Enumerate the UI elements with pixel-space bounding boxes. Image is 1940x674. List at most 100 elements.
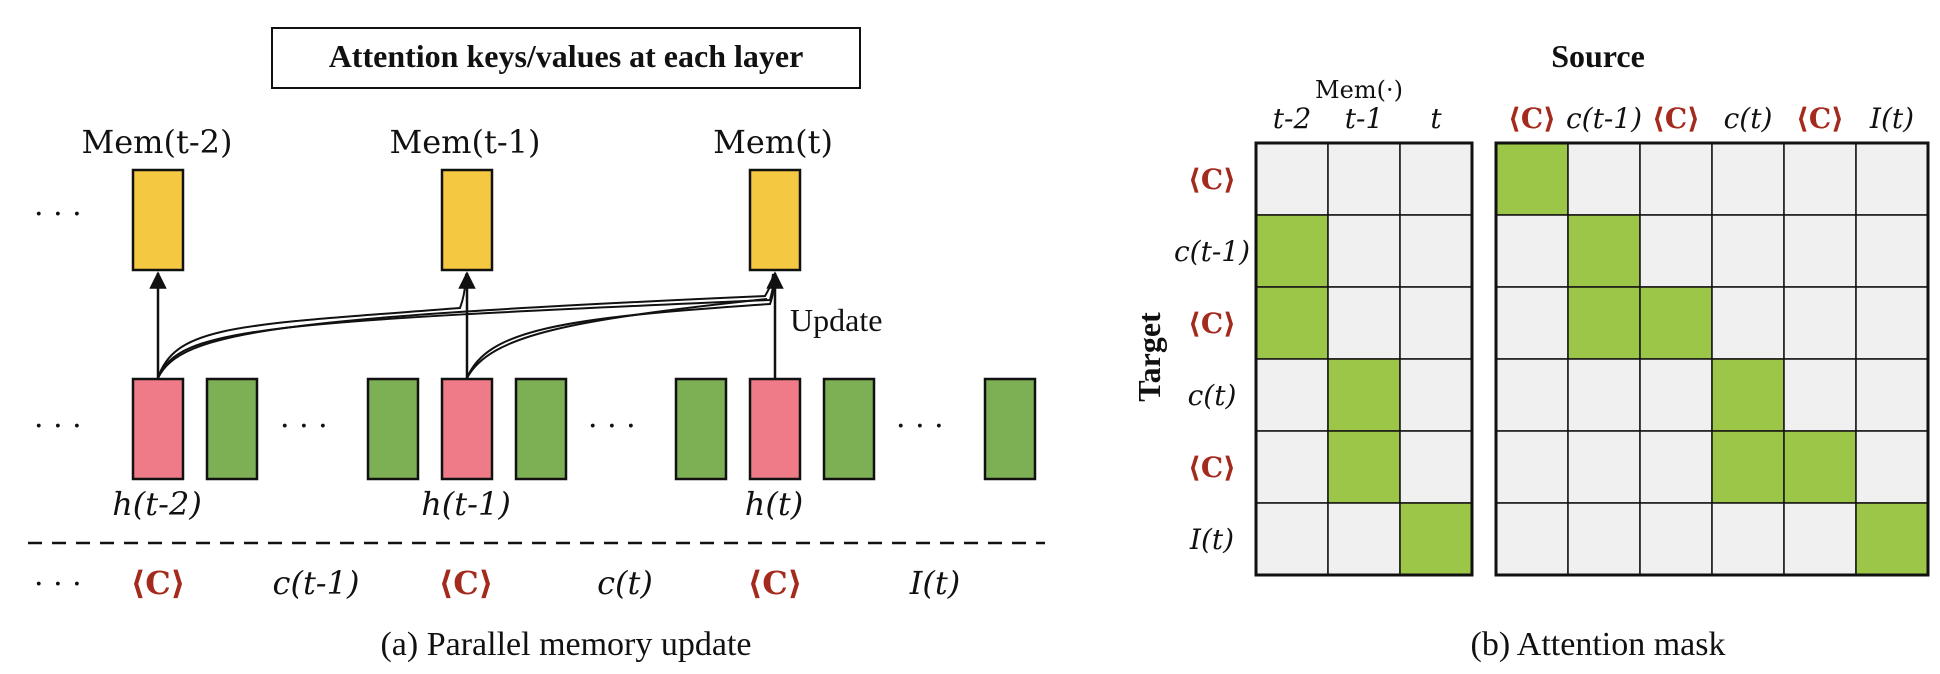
src-mask-cell-r4-c3 bbox=[1711, 430, 1785, 504]
src-mask-cell-r1-c1 bbox=[1567, 214, 1641, 288]
ellipsis-mid-2: · · · bbox=[280, 409, 328, 444]
mem-mask-cell-r3-c1 bbox=[1327, 358, 1401, 432]
panel-a-caption: (a) Parallel memory update bbox=[380, 626, 751, 663]
mem-mask-cell-r2-c0 bbox=[1255, 286, 1329, 360]
src-col-label-5: I(t) bbox=[1869, 102, 1914, 135]
mem-mask-cell-r1-c1 bbox=[1327, 214, 1401, 288]
mask-grid-source bbox=[1494, 141, 1930, 577]
mem-mask-cell-r2-c1 bbox=[1327, 286, 1401, 360]
mem-mask-cell-r0-c1 bbox=[1327, 142, 1401, 216]
mem-mask-cell-r5-c1 bbox=[1327, 502, 1401, 576]
mem-mask-cell-r0-c2 bbox=[1399, 142, 1473, 216]
update-label: Update bbox=[790, 302, 882, 338]
memory-block-3 bbox=[748, 168, 802, 272]
mem-mask-cell-r3-c2 bbox=[1399, 358, 1473, 432]
mem-mask-cell-r1-c2 bbox=[1399, 214, 1473, 288]
token-row-5: ⟨C⟩ bbox=[748, 564, 803, 602]
token-block-1 bbox=[205, 377, 259, 481]
source-label: Source bbox=[1551, 38, 1645, 74]
src-mask-border bbox=[1494, 141, 1930, 577]
mem-mask-cell-r0-c0 bbox=[1255, 142, 1329, 216]
token-row-3: ⟨C⟩ bbox=[439, 564, 494, 602]
src-mask-cell-r3-c1 bbox=[1567, 358, 1641, 432]
src-mask-cell-r1-c2 bbox=[1639, 214, 1713, 288]
token-block-3 bbox=[514, 377, 568, 481]
src-mask-cell-r3-c0 bbox=[1495, 358, 1569, 432]
mem-label-2: Mem(t-1) bbox=[389, 123, 540, 161]
src-mask-cell-r2-c4 bbox=[1783, 286, 1857, 360]
token-block-6 bbox=[983, 377, 1037, 481]
mem-group-label: Mem(·) bbox=[1315, 76, 1403, 104]
mem-label-1: Mem(t-2) bbox=[81, 123, 232, 161]
ellipsis-mid-1: · · · bbox=[34, 409, 82, 444]
hidden-label-3: h(t) bbox=[745, 485, 803, 523]
mem-mask-cell-r2-c2 bbox=[1399, 286, 1473, 360]
src-mask-cell-r5-c1 bbox=[1567, 502, 1641, 576]
memory-block-1 bbox=[131, 168, 185, 272]
hidden-state-1 bbox=[131, 377, 185, 481]
row-label-4: ⟨C⟩ bbox=[1188, 451, 1236, 484]
src-mask-cell-r1-c4 bbox=[1783, 214, 1857, 288]
token-row-2: c(t-1) bbox=[273, 564, 360, 602]
src-mask-cell-r5-c0 bbox=[1495, 502, 1569, 576]
mem-mask-cell-r1-c0 bbox=[1255, 214, 1329, 288]
src-mask-cell-r5-c4 bbox=[1783, 502, 1857, 576]
src-mask-cell-r3-c4 bbox=[1783, 358, 1857, 432]
mem-col-label-2: t bbox=[1430, 102, 1442, 135]
mem-label-3: Mem(t) bbox=[713, 123, 833, 161]
src-mask-cell-r2-c0 bbox=[1495, 286, 1569, 360]
src-mask-cell-r1-c0 bbox=[1495, 214, 1569, 288]
src-mask-cell-r0-c1 bbox=[1567, 142, 1641, 216]
mem-mask-cell-r4-c2 bbox=[1399, 430, 1473, 504]
mem-mask-cell-r5-c0 bbox=[1255, 502, 1329, 576]
src-mask-cell-r2-c2 bbox=[1639, 286, 1713, 360]
src-col-label-4: ⟨C⟩ bbox=[1796, 102, 1844, 135]
src-col-label-2: ⟨C⟩ bbox=[1652, 102, 1700, 135]
update-curves bbox=[157, 273, 776, 379]
src-mask-cell-r4-c0 bbox=[1495, 430, 1569, 504]
token-row-6: I(t) bbox=[909, 564, 960, 602]
src-mask-cell-r0-c0 bbox=[1495, 142, 1569, 216]
src-mask-cell-r3-c3 bbox=[1711, 358, 1785, 432]
src-col-label-1: c(t-1) bbox=[1566, 102, 1642, 135]
src-mask-cell-r2-c5 bbox=[1855, 286, 1929, 360]
ellipsis-bottom: · · · bbox=[34, 567, 82, 602]
row-label-0: ⟨C⟩ bbox=[1188, 163, 1236, 196]
src-mask-cell-r4-c2 bbox=[1639, 430, 1713, 504]
panel-a-title: Attention keys/values at each layer bbox=[329, 38, 804, 74]
ellipsis-top: · · · bbox=[34, 197, 82, 232]
src-mask-cell-r5-c2 bbox=[1639, 502, 1713, 576]
row-label-3: c(t) bbox=[1188, 379, 1237, 412]
row-label-1: c(t-1) bbox=[1174, 235, 1250, 268]
src-mask-cell-r0-c3 bbox=[1711, 142, 1785, 216]
src-mask-cell-r1-c3 bbox=[1711, 214, 1785, 288]
hidden-state-2 bbox=[440, 377, 494, 481]
mem-mask-cell-r3-c0 bbox=[1255, 358, 1329, 432]
src-col-label-3: c(t) bbox=[1724, 102, 1773, 135]
title-box bbox=[271, 27, 861, 89]
mem-col-label-0: t-2 bbox=[1273, 102, 1312, 135]
ellipsis-mid-4: · · · bbox=[896, 409, 944, 444]
src-mask-cell-r5-c5 bbox=[1855, 502, 1929, 576]
src-mask-cell-r3-c2 bbox=[1639, 358, 1713, 432]
mask-grid-memory bbox=[1254, 141, 1474, 577]
mem-col-label-1: t-1 bbox=[1345, 102, 1384, 135]
mem-mask-border bbox=[1254, 141, 1474, 577]
mem-mask-cell-r4-c0 bbox=[1255, 430, 1329, 504]
src-mask-cell-r3-c5 bbox=[1855, 358, 1929, 432]
src-mask-cell-r0-c2 bbox=[1639, 142, 1713, 216]
hidden-state-3 bbox=[748, 377, 802, 481]
src-mask-cell-r2-c3 bbox=[1711, 286, 1785, 360]
panel-b-caption: (b) Attention mask bbox=[1471, 626, 1726, 663]
token-row-4: c(t) bbox=[597, 564, 653, 602]
src-mask-cell-r1-c5 bbox=[1855, 214, 1929, 288]
src-mask-cell-r0-c5 bbox=[1855, 142, 1929, 216]
hidden-label-2: h(t-1) bbox=[421, 485, 511, 523]
mem-mask-cell-r5-c2 bbox=[1399, 502, 1473, 576]
src-mask-cell-r2-c1 bbox=[1567, 286, 1641, 360]
src-mask-cell-r4-c1 bbox=[1567, 430, 1641, 504]
src-mask-cell-r4-c5 bbox=[1855, 430, 1929, 504]
